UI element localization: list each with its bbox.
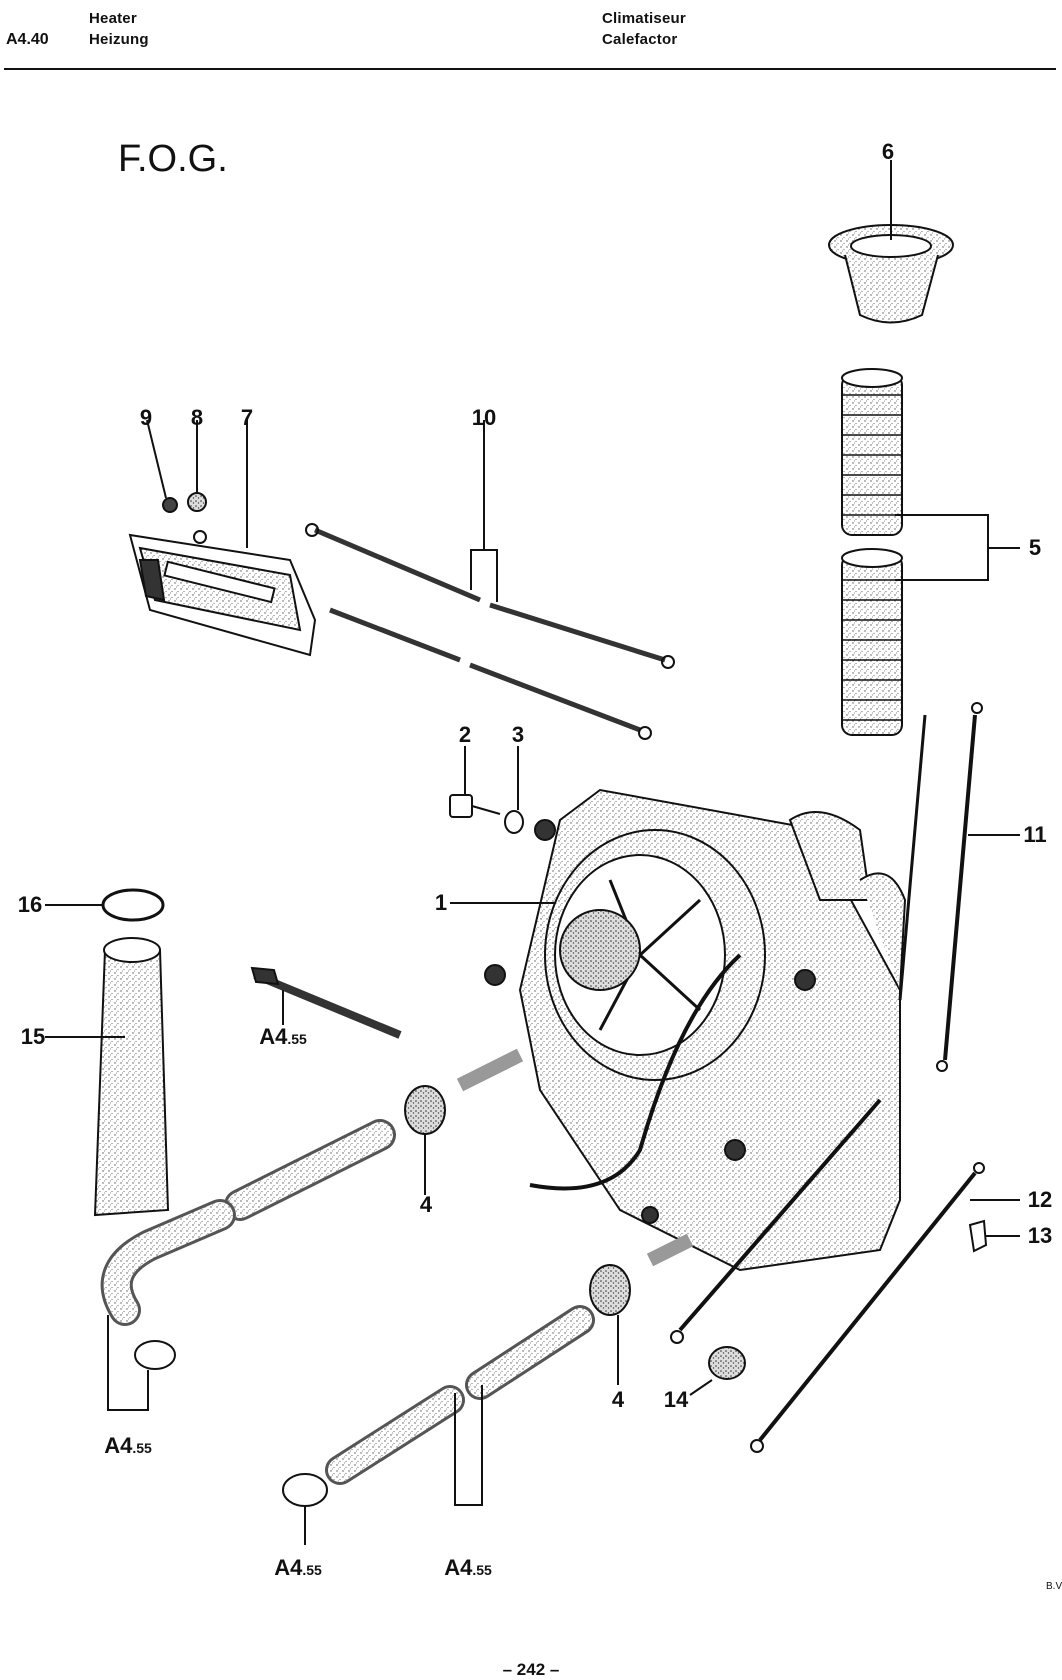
- callout-6: 6: [881, 139, 895, 164]
- part-12-cable: [670, 1098, 1020, 1453]
- section-code: A4.40: [6, 31, 49, 48]
- draftsman-initials: B.V: [1046, 1581, 1062, 1592]
- callout-9: 9: [139, 405, 153, 430]
- part-7-control-panel: [128, 420, 317, 657]
- part-4-grommets: [404, 1085, 631, 1385]
- callout-1: 1: [434, 890, 448, 915]
- strap-part: [250, 966, 402, 1039]
- part-10-cables: [305, 420, 675, 740]
- header-heater-es: Calefactor: [602, 31, 678, 48]
- part-2-bolt: [449, 746, 501, 818]
- callout-11: 11: [1023, 822, 1047, 847]
- part-6-funnel: [828, 160, 954, 324]
- header-heater-fr: Climatiseur: [602, 10, 686, 27]
- part-9-washer: [146, 419, 178, 513]
- part-5-hoses: [841, 368, 1020, 736]
- callout-3: 3: [511, 722, 525, 747]
- part-11-rod: [898, 702, 1020, 1072]
- callout-13: 13: [1027, 1223, 1053, 1248]
- model-title: F.O.G.: [118, 138, 228, 180]
- callout-10: 10: [471, 405, 497, 430]
- ref-hose-left: A4.55: [104, 1433, 152, 1458]
- callout-4-lower: 4: [611, 1387, 625, 1412]
- ref-clamp-bottom: A4.55: [274, 1555, 322, 1580]
- callout-7: 7: [240, 405, 254, 430]
- heater-hoses: [100, 1119, 595, 1545]
- header-heater-en: Heater: [89, 10, 137, 27]
- callout-14: 14: [663, 1387, 689, 1412]
- part-15-tube: [45, 937, 170, 1217]
- callout-15: 15: [20, 1024, 46, 1049]
- part-3-washer: [504, 746, 524, 834]
- ref-hose-bottom: A4.55: [444, 1555, 492, 1580]
- callout-5: 5: [1028, 535, 1042, 560]
- part-14-grommet: [689, 1346, 746, 1396]
- callout-8: 8: [190, 405, 204, 430]
- page-number: – 242 –: [502, 1660, 560, 1679]
- callout-12: 12: [1027, 1187, 1053, 1212]
- part-13-clip: [968, 1219, 1020, 1253]
- part-8-nut: [187, 420, 207, 512]
- header-rule: [4, 68, 1056, 70]
- callout-2: 2: [458, 722, 472, 747]
- callout-16: 16: [17, 892, 43, 917]
- callout-4-upper: 4: [419, 1192, 433, 1217]
- part-16-clamp: [45, 888, 165, 922]
- header-heater-de: Heizung: [89, 31, 149, 48]
- part-1-heater-box: [450, 788, 907, 1272]
- ref-strap: A4.55: [259, 1024, 307, 1049]
